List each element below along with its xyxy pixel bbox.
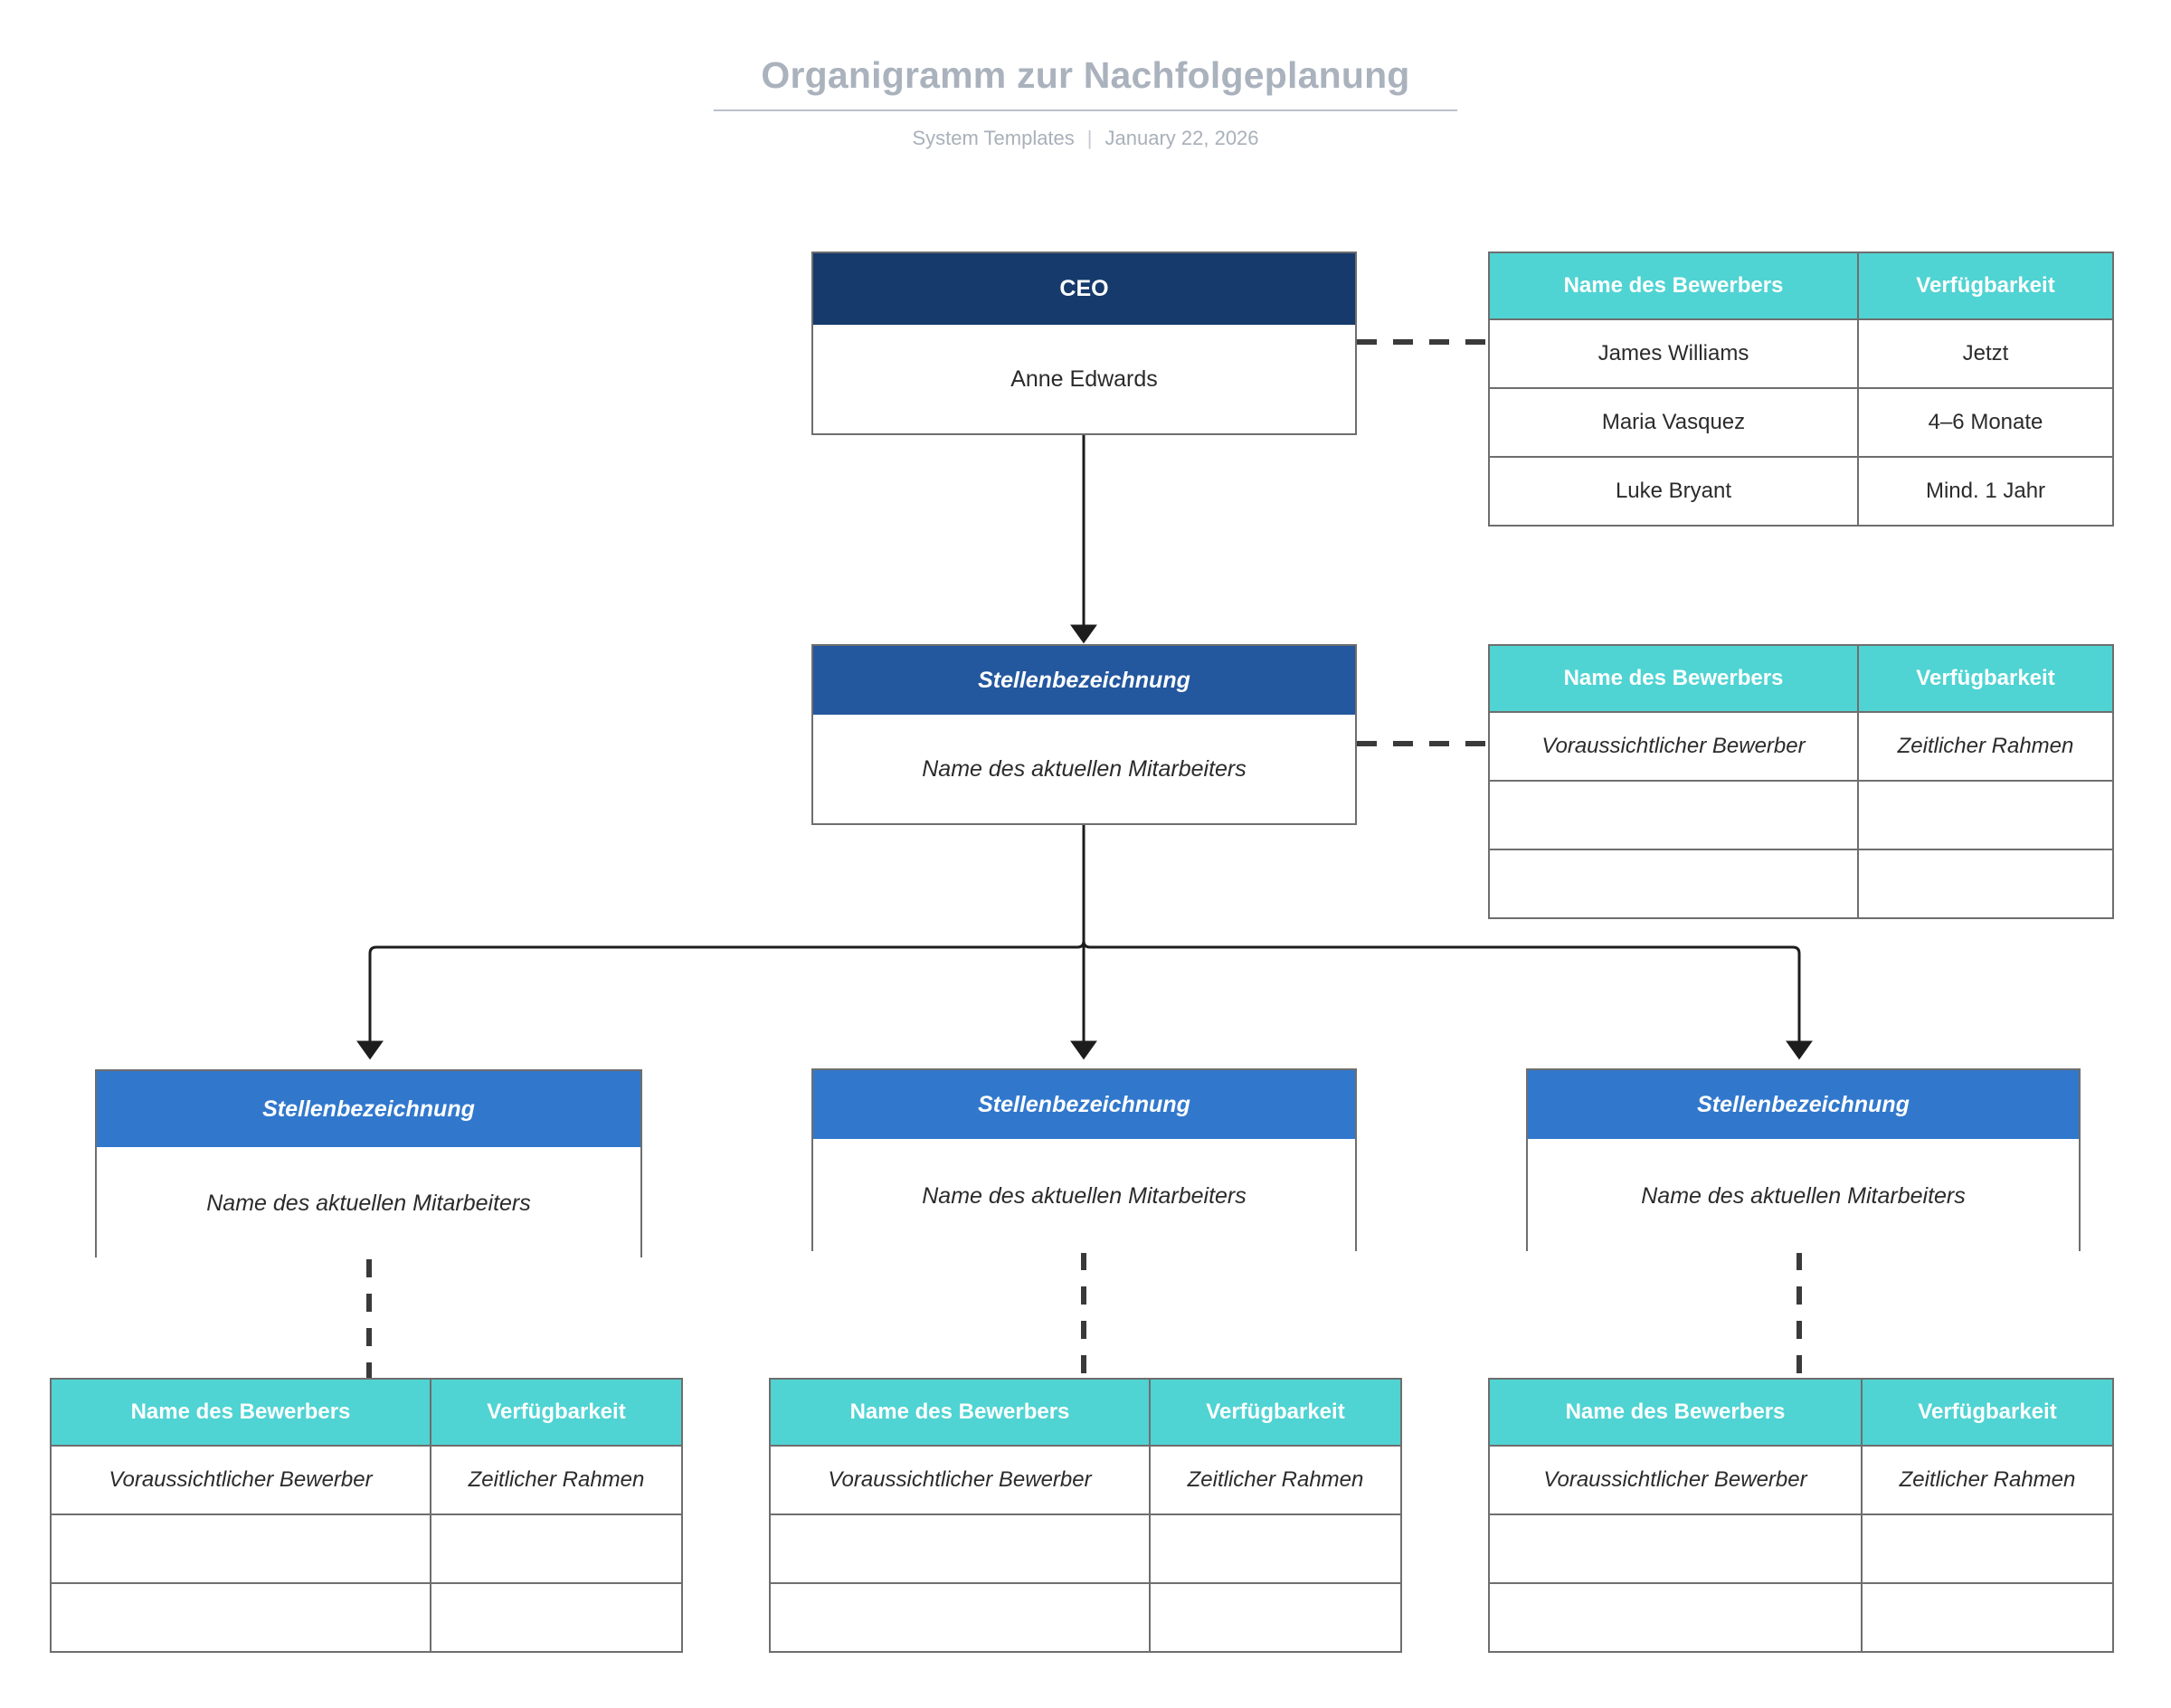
page-title: Organigramm zur Nachfolgeplanung bbox=[714, 54, 1457, 111]
subtitle-date: January 22, 2026 bbox=[1104, 127, 1259, 149]
org-node-level3-2-title: Stellenbezeichnung bbox=[813, 1070, 1355, 1139]
table-row bbox=[50, 1582, 683, 1653]
cell-candidate-availability[interactable] bbox=[430, 1582, 683, 1653]
org-node-ceo-name: Anne Edwards bbox=[813, 325, 1355, 433]
candidate-table-level3-2: Name des Bewerbers Verfügbarkeit Vorauss… bbox=[769, 1378, 1402, 1653]
cell-candidate-name[interactable] bbox=[1488, 780, 1859, 850]
org-node-level2-name: Name des aktuellen Mitarbeiters bbox=[813, 715, 1355, 823]
cell-candidate-availability[interactable]: Zeitlicher Rahmen bbox=[1857, 711, 2114, 782]
cell-candidate-availability[interactable]: Mind. 1 Jahr bbox=[1857, 456, 2114, 527]
table-header-row: Name des Bewerbers Verfügbarkeit bbox=[1488, 251, 2114, 320]
cell-candidate-availability[interactable] bbox=[1149, 1582, 1402, 1653]
column-header-name: Name des Bewerbers bbox=[1488, 1378, 1863, 1447]
cell-candidate-availability[interactable] bbox=[430, 1513, 683, 1584]
candidate-table-ceo: Name des Bewerbers Verfügbarkeit James W… bbox=[1488, 251, 2114, 527]
table-header-row: Name des Bewerbers Verfügbarkeit bbox=[1488, 644, 2114, 713]
cell-candidate-availability[interactable] bbox=[1149, 1513, 1402, 1584]
org-node-level3-3[interactable]: Stellenbezeichnung Name des aktuellen Mi… bbox=[1526, 1068, 2081, 1253]
org-node-level3-1-title: Stellenbezeichnung bbox=[97, 1071, 640, 1147]
cell-candidate-availability[interactable]: Zeitlicher Rahmen bbox=[430, 1445, 683, 1515]
table-header-row: Name des Bewerbers Verfügbarkeit bbox=[1488, 1378, 2114, 1447]
cell-candidate-availability[interactable] bbox=[1857, 780, 2114, 850]
cell-candidate-availability[interactable]: Zeitlicher Rahmen bbox=[1861, 1445, 2114, 1515]
table-row bbox=[50, 1513, 683, 1584]
cell-candidate-name[interactable]: Luke Bryant bbox=[1488, 456, 1859, 527]
table-row bbox=[1488, 780, 2114, 850]
candidate-table-level3-1: Name des Bewerbers Verfügbarkeit Vorauss… bbox=[50, 1378, 683, 1653]
cell-candidate-availability[interactable] bbox=[1861, 1513, 2114, 1584]
column-header-name: Name des Bewerbers bbox=[50, 1378, 431, 1447]
subtitle-org: System Templates bbox=[912, 127, 1075, 149]
org-node-ceo-title: CEO bbox=[813, 253, 1355, 325]
column-header-availability: Verfügbarkeit bbox=[1149, 1378, 1402, 1447]
table-row: Maria Vasquez 4–6 Monate bbox=[1488, 387, 2114, 458]
table-row: James Williams Jetzt bbox=[1488, 318, 2114, 389]
column-header-availability: Verfügbarkeit bbox=[1861, 1378, 2114, 1447]
org-node-level3-2-name: Name des aktuellen Mitarbeiters bbox=[813, 1139, 1355, 1253]
org-node-level3-2[interactable]: Stellenbezeichnung Name des aktuellen Mi… bbox=[811, 1068, 1357, 1253]
column-header-availability: Verfügbarkeit bbox=[430, 1378, 683, 1447]
cell-candidate-availability[interactable] bbox=[1861, 1582, 2114, 1653]
table-row bbox=[1488, 1582, 2114, 1653]
cell-candidate-name[interactable]: Voraussichtlicher Bewerber bbox=[769, 1445, 1151, 1515]
org-node-level2[interactable]: Stellenbezeichnung Name des aktuellen Mi… bbox=[811, 644, 1357, 825]
cell-candidate-name[interactable] bbox=[769, 1513, 1151, 1584]
page-subtitle: System Templates | January 22, 2026 bbox=[0, 127, 2171, 150]
page-title-wrap: Organigramm zur Nachfolgeplanung bbox=[0, 54, 2171, 111]
table-row: Voraussichtlicher Bewerber Zeitlicher Ra… bbox=[50, 1445, 683, 1515]
cell-candidate-name[interactable]: Maria Vasquez bbox=[1488, 387, 1859, 458]
org-node-level3-1[interactable]: Stellenbezeichnung Name des aktuellen Mi… bbox=[95, 1069, 642, 1259]
table-row: Voraussichtlicher Bewerber Zeitlicher Ra… bbox=[1488, 711, 2114, 782]
table-header-row: Name des Bewerbers Verfügbarkeit bbox=[769, 1378, 1402, 1447]
cell-candidate-name[interactable]: Voraussichtlicher Bewerber bbox=[1488, 1445, 1863, 1515]
org-node-level3-3-name: Name des aktuellen Mitarbeiters bbox=[1528, 1139, 2079, 1253]
candidate-table-level2: Name des Bewerbers Verfügbarkeit Vorauss… bbox=[1488, 644, 2114, 919]
table-row bbox=[1488, 1513, 2114, 1584]
cell-candidate-name[interactable] bbox=[50, 1513, 431, 1584]
table-row bbox=[769, 1513, 1402, 1584]
column-header-availability: Verfügbarkeit bbox=[1857, 251, 2114, 320]
org-node-level3-3-title: Stellenbezeichnung bbox=[1528, 1070, 2079, 1139]
cell-candidate-name[interactable] bbox=[1488, 849, 1859, 919]
org-node-level2-title: Stellenbezeichnung bbox=[813, 646, 1355, 715]
cell-candidate-name[interactable] bbox=[1488, 1582, 1863, 1653]
cell-candidate-name[interactable]: James Williams bbox=[1488, 318, 1859, 389]
table-row: Luke Bryant Mind. 1 Jahr bbox=[1488, 456, 2114, 527]
table-header-row: Name des Bewerbers Verfügbarkeit bbox=[50, 1378, 683, 1447]
column-header-availability: Verfügbarkeit bbox=[1857, 644, 2114, 713]
connector-level2-branch-left bbox=[356, 825, 1086, 1060]
table-row bbox=[769, 1582, 1402, 1653]
column-header-name: Name des Bewerbers bbox=[1488, 644, 1859, 713]
cell-candidate-availability[interactable]: Zeitlicher Rahmen bbox=[1149, 1445, 1402, 1515]
cell-candidate-name[interactable] bbox=[50, 1582, 431, 1653]
column-header-name: Name des Bewerbers bbox=[1488, 251, 1859, 320]
table-row: Voraussichtlicher Bewerber Zeitlicher Ra… bbox=[769, 1445, 1402, 1515]
cell-candidate-name[interactable] bbox=[1488, 1513, 1863, 1584]
cell-candidate-name[interactable] bbox=[769, 1582, 1151, 1653]
cell-candidate-availability[interactable]: Jetzt bbox=[1857, 318, 2114, 389]
subtitle-separator: | bbox=[1086, 127, 1093, 149]
cell-candidate-name[interactable]: Voraussichtlicher Bewerber bbox=[1488, 711, 1859, 782]
org-node-ceo[interactable]: CEO Anne Edwards bbox=[811, 251, 1357, 435]
table-row: Voraussichtlicher Bewerber Zeitlicher Ra… bbox=[1488, 1445, 2114, 1515]
org-node-level3-1-name: Name des aktuellen Mitarbeiters bbox=[97, 1147, 640, 1259]
cell-candidate-name[interactable]: Voraussichtlicher Bewerber bbox=[50, 1445, 431, 1515]
candidate-table-level3-3: Name des Bewerbers Verfügbarkeit Vorauss… bbox=[1488, 1378, 2114, 1653]
cell-candidate-availability[interactable] bbox=[1857, 849, 2114, 919]
table-row bbox=[1488, 849, 2114, 919]
cell-candidate-availability[interactable]: 4–6 Monate bbox=[1857, 387, 2114, 458]
column-header-name: Name des Bewerbers bbox=[769, 1378, 1151, 1447]
